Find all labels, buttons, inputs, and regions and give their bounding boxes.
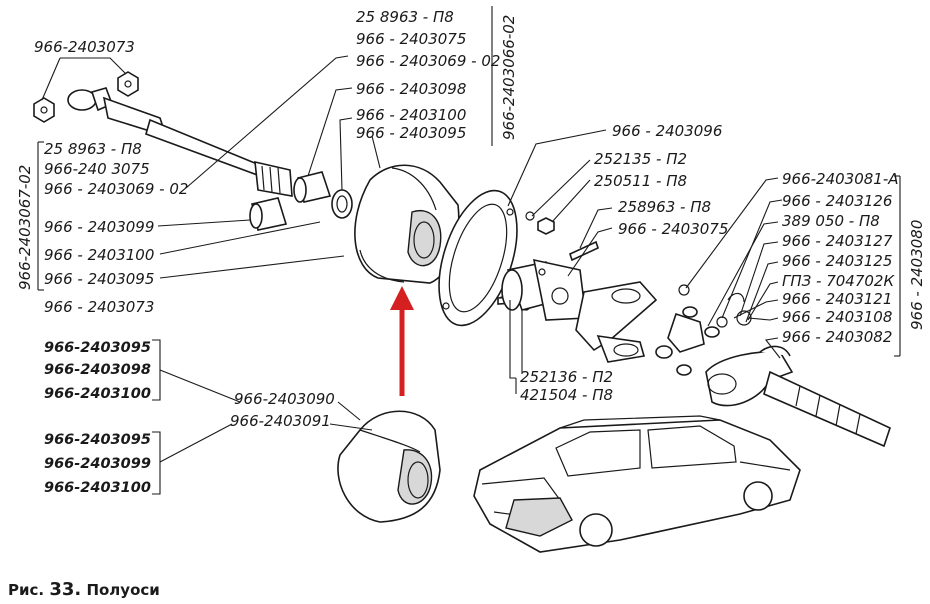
label-far-2403125: 966 - 2403125 [782,252,892,270]
label-top-2403095: 966 - 2403095 [356,124,466,142]
label-right-252135: 252135 - П2 [594,150,687,168]
label-right-2403096: 966 - 2403096 [612,122,722,140]
label-kit1-b: 966-2403098 [44,362,151,378]
boot-housing-main [354,164,460,284]
flange-plate [438,189,518,327]
caption-title: Полуоси [86,581,160,599]
label-top-group-2: 966 - 2403075 [356,30,466,48]
label-kit1-c: 966-2403100 [44,386,151,402]
label-bottom-252136: 252136 - П2 [520,368,613,386]
boot-housing-variant [337,410,441,523]
label-kit1-a: 966-2403095 [44,340,151,356]
highlight-arrow [390,286,414,396]
label-right-250511: 250511 - П8 [594,172,687,190]
half-shaft-assembly [33,71,353,231]
label-far-2403126: 966 - 2403126 [782,192,892,210]
label-bottom-421504: 421504 - П8 [520,386,613,404]
leader-lines [37,6,901,495]
label-far-389050: 389 050 - П8 [782,212,880,230]
figure-caption: Рис. 33. Полуоси [8,579,160,600]
label-top-2403098: 966 - 2403098 [356,80,466,98]
label-far-2403127: 966 - 2403127 [782,232,893,250]
label-top-group-1: 25 8963 - П8 [356,8,454,26]
label-far-2403081: 966-2403081-А [782,170,899,188]
label-right-2403075: 966 - 2403075 [618,220,728,238]
label-left-2403073: 966 - 2403073 [44,298,154,316]
label-far-gpz: ГПЗ - 704702К [782,272,895,290]
label-top-group-bracket: 966-2403066-02 [500,15,518,140]
label-kit2-b: 966-2403099 [44,456,151,472]
label-left-2403095: 966 - 2403095 [44,270,154,288]
caption-prefix: Рис. [8,581,45,599]
label-left-group-2: 966-240 3075 [44,160,150,178]
universal-joint-yokes [575,281,752,376]
label-left-2403099: 966 - 2403099 [44,218,154,236]
label-left-group-bracket: 966-2403067-02 [16,165,34,290]
label-kit2-a: 966-2403095 [44,432,151,448]
label-far-2403082: 966 - 2403082 [782,328,892,346]
label-left-2403100: 966 - 2403100 [44,246,154,264]
label-top-left-nut: 966-2403073 [34,38,135,56]
label-kit2-c: 966-2403100 [44,480,151,496]
label-right-258963: 258963 - П8 [618,198,711,216]
output-yoke-shaft [705,345,891,448]
label-left-group-1: 25 8963 - П8 [44,140,142,158]
flange-yoke [501,258,587,321]
label-mid-2403091: 966-2403091 [230,412,331,430]
caption-number: 33. [49,579,82,600]
label-top-2403100: 966 - 2403100 [356,106,466,124]
label-far-bracket: 966 - 2403080 [908,220,926,330]
label-left-group-3: 966 - 2403069 - 02 [44,180,188,198]
label-mid-2403090: 966-2403090 [234,390,335,408]
label-top-group-3: 966 - 2403069 - 02 [356,52,500,70]
label-far-2403108: 966 - 2403108 [782,308,892,326]
car-silhouette [473,415,801,553]
part-labels: 966-2403073 25 8963 - П8 966 - 2403075 9… [16,8,926,496]
label-far-2403121: 966 - 2403121 [782,290,892,308]
